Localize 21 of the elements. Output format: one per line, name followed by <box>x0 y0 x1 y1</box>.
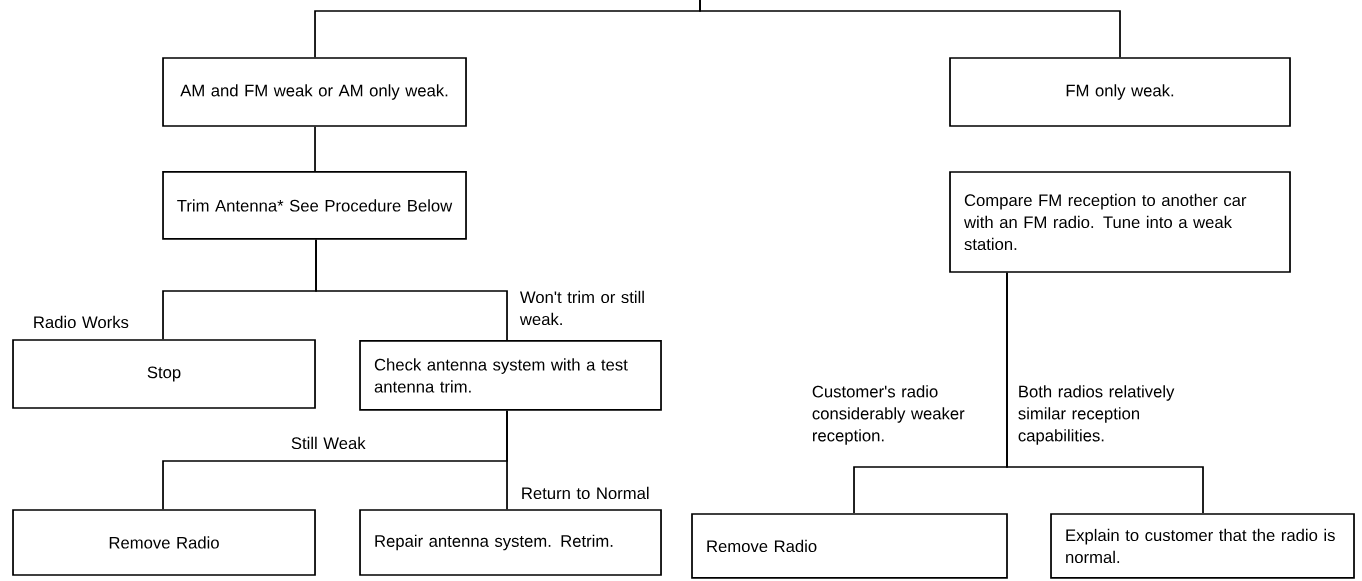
process-box: Check antenna system with a test antenna trim. <box>359 340 662 411</box>
process-box: Stop <box>12 339 316 409</box>
process-box: FM only weak. <box>949 57 1291 127</box>
edge-label: Customer's radio considerably weaker reception. <box>812 385 965 445</box>
edge-label: Won't trim or still weak. <box>519 290 644 326</box>
process-box: Trim Antenna* See Procedure Below <box>162 171 467 240</box>
connector-line <box>314 126 316 172</box>
process-box: Remove Radio <box>12 509 316 576</box>
edge-label: Return to Normal <box>522 486 649 500</box>
connector-line <box>315 239 508 341</box>
edge-label: Radio Works <box>34 315 129 329</box>
process-box: Compare FM reception to another car with an FM radio. Tune into a weak station. <box>949 171 1291 273</box>
process-box: Repair antenna system. Retrim. <box>359 509 662 576</box>
process-box: Explain to customer that the radio is normal. <box>1050 513 1355 579</box>
connector-line <box>506 410 508 510</box>
edge-label: Still Weak <box>291 436 366 450</box>
process-box: Remove Radio <box>691 513 1008 579</box>
process-box: AM and FM weak or AM only weak. <box>162 57 467 127</box>
connector-line <box>1006 272 1204 514</box>
connector-line <box>699 0 1121 58</box>
edge-label: Both radios relatively similar reception capabilities. <box>1018 385 1175 445</box>
